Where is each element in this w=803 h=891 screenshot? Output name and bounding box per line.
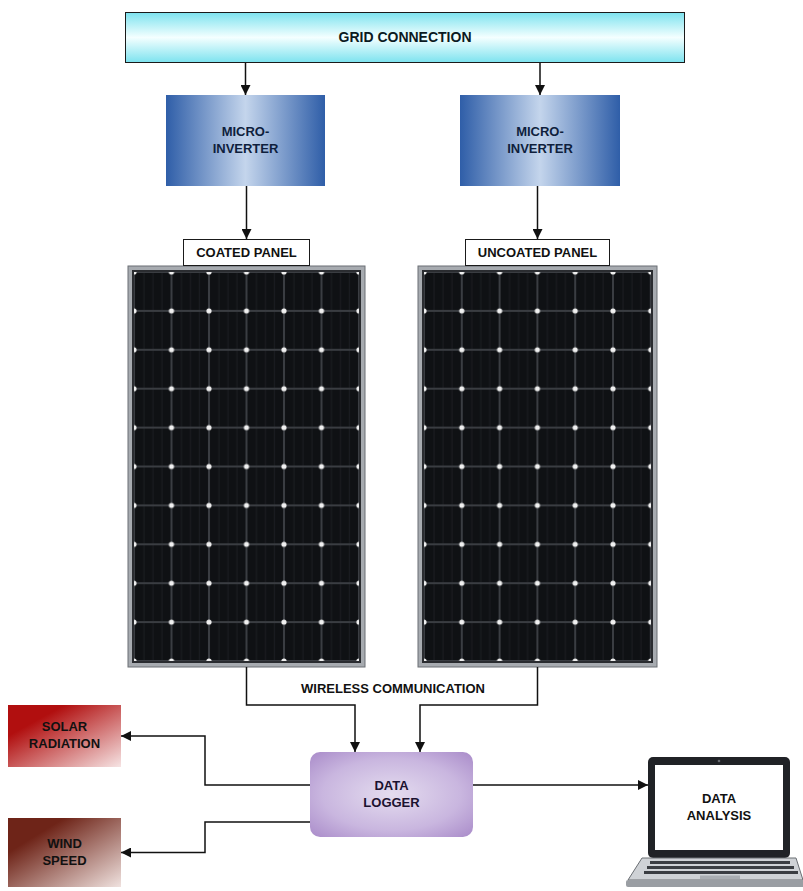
laptop-screen: DATA ANALYSIS <box>648 757 790 858</box>
box-label: MICRO- INVERTER <box>495 124 585 158</box>
box-label: DATA LOGGER <box>360 778 424 812</box>
connector-arrow <box>537 186 539 239</box>
box-label: MICRO- INVERTER <box>201 124 291 158</box>
panel-heading: COATED PANEL <box>183 239 310 266</box>
solar-panel-uncoated <box>418 266 657 667</box>
edge-label: WIRELESS COMMUNICATION <box>298 681 488 698</box>
grid-band: GRID CONNECTION <box>125 12 685 63</box>
sensor-box: SOLAR RADIATION <box>8 705 121 767</box>
connector-arrow <box>246 186 248 239</box>
panel-node: COATED PANEL <box>128 239 365 667</box>
sensor-box: WIND SPEED <box>8 818 121 887</box>
band-label: GRID CONNECTION <box>339 28 472 46</box>
screen-label: DATA ANALYSIS <box>678 791 760 825</box>
inverter-box: MICRO- INVERTER <box>460 95 620 186</box>
laptop-icon <box>626 757 803 887</box>
connector-arrow <box>245 63 247 95</box>
box-label: WIND SPEED <box>34 836 96 870</box>
connector-arrow <box>473 784 648 786</box>
solar-panel-coated <box>128 266 365 667</box>
connector-arrow <box>121 822 310 853</box>
panel-heading: UNCOATED PANEL <box>465 239 610 266</box>
connector-arrow <box>121 736 310 785</box>
logger-box: DATA LOGGER <box>310 752 473 837</box>
panel-node: UNCOATED PANEL <box>418 239 657 667</box>
inverter-box: MICRO- INVERTER <box>166 95 325 186</box>
connector-arrow <box>539 63 541 95</box>
box-label: SOLAR RADIATION <box>24 719 106 753</box>
